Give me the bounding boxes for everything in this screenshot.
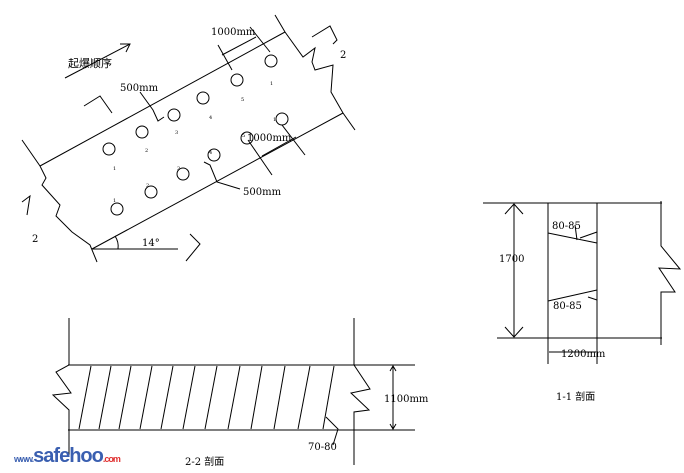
arrow-head: [504, 326, 524, 338]
hole-label: 4: [209, 115, 212, 121]
height-dim: 1700: [499, 254, 524, 265]
hole-line: [250, 365, 263, 430]
blast-hole-lines: [78, 365, 335, 430]
arrow-head: [120, 43, 131, 53]
left-break-line: [51, 318, 72, 455]
angle-label: 70-80: [308, 442, 337, 453]
blast-hole: [144, 185, 158, 199]
blast-order-arrow: [64, 43, 131, 79]
angle-leader: [325, 416, 339, 446]
width-dim: 1200mm: [561, 349, 606, 360]
dim-line: [261, 136, 297, 157]
section-mark-2: 2: [340, 50, 346, 61]
hole-line: [297, 365, 311, 430]
blast-hole: [196, 91, 210, 105]
hole-label: 1: [273, 117, 276, 123]
blast-order-label: 起爆顺序: [68, 56, 112, 70]
hole-line: [587, 296, 598, 301]
arrow-head: [389, 423, 397, 430]
watermark-prefix: www.: [14, 454, 34, 464]
watermark-name: safehoo: [33, 445, 104, 467]
edge-dim-bottom: 500mm: [243, 187, 282, 198]
right-break-line: [274, 14, 356, 131]
hole-label: 4: [209, 150, 212, 156]
dim-ext: [217, 44, 233, 71]
watermark-logo: www.safehoo.com: [14, 445, 121, 468]
section-marker-2-left: [21, 194, 31, 216]
angle-arc: [114, 235, 119, 250]
section-title: 1-1 剖面: [556, 390, 595, 403]
hole-line: [182, 365, 196, 430]
hole-label: 2: [145, 148, 148, 154]
blast-hole: [275, 112, 289, 126]
hole-line: [547, 232, 598, 244]
hole-line: [78, 365, 92, 430]
hole-line: [579, 231, 598, 239]
section-marker-1-top: [83, 95, 113, 114]
angle-label-top: 80-85: [552, 221, 581, 232]
band-bottom-edge: [91, 112, 344, 250]
right-break-line: [349, 318, 371, 465]
hole-label: 1: [270, 81, 273, 87]
left-break-line: [21, 139, 98, 263]
hole-line: [139, 365, 153, 430]
band-top-edge: [39, 31, 286, 167]
section-marker-1-bottom: [185, 233, 201, 262]
leader-line: [139, 91, 165, 122]
blast-hole: [135, 125, 149, 139]
hole-label: 3: [177, 166, 180, 172]
dim-ext: [281, 124, 306, 156]
section-title: 2-2 剖面: [185, 455, 224, 468]
hole-label: 5: [241, 97, 244, 103]
hole-label: 3: [175, 130, 178, 136]
blast-hole: [207, 148, 221, 162]
section-1-1: 80-85 80-85 1700 1200mm 1-1 剖面: [483, 201, 682, 403]
leader-line: [203, 161, 241, 190]
edge-dim-top: 500mm: [120, 83, 159, 94]
blast-holes: [102, 54, 289, 216]
arrow-head: [504, 203, 524, 215]
hole-label: 1: [113, 166, 116, 172]
blast-hole: [110, 202, 124, 216]
hole-line: [227, 365, 241, 430]
dim-line: [221, 36, 257, 56]
dim-ext: [247, 139, 273, 176]
hole-line: [160, 365, 174, 430]
hole-line: [322, 365, 335, 430]
angle-label-bottom: 80-85: [553, 301, 582, 312]
blast-hole: [102, 142, 116, 156]
watermark-suffix: .com: [102, 454, 121, 464]
blast-hole: [167, 108, 181, 122]
right-break-line: [658, 201, 682, 345]
section-marker-2-right: [311, 25, 338, 45]
leader-line: [574, 224, 578, 241]
spacing-dim-top: 1000mm: [211, 27, 256, 38]
blast-hole: [264, 54, 278, 68]
blast-hole: [240, 131, 254, 145]
hole-line: [118, 365, 132, 430]
hole-line: [204, 365, 218, 430]
hole-label: 5: [242, 133, 245, 139]
height-dim: 1100mm: [384, 394, 429, 405]
blast-hole: [230, 73, 244, 87]
blast-hole: [176, 167, 190, 181]
section-2-2: 70-80 1100mm 2-2 剖面: [51, 318, 429, 468]
hole-line: [273, 365, 286, 430]
hole-label: 2: [146, 183, 149, 189]
plan-view: 1 2 3 4 5 1 1 2 3 4 5 1 起爆顺序 1000mm 500m…: [21, 14, 356, 263]
angle-label: 14°: [142, 238, 160, 249]
hole-label: 1: [113, 198, 116, 204]
spacing-dim-right: 1000mm: [247, 133, 292, 144]
hole-line: [547, 289, 598, 302]
arrow-head: [389, 365, 397, 372]
section-mark-2: 2: [32, 234, 38, 245]
hole-line: [98, 365, 112, 430]
dim-ext: [249, 26, 271, 53]
